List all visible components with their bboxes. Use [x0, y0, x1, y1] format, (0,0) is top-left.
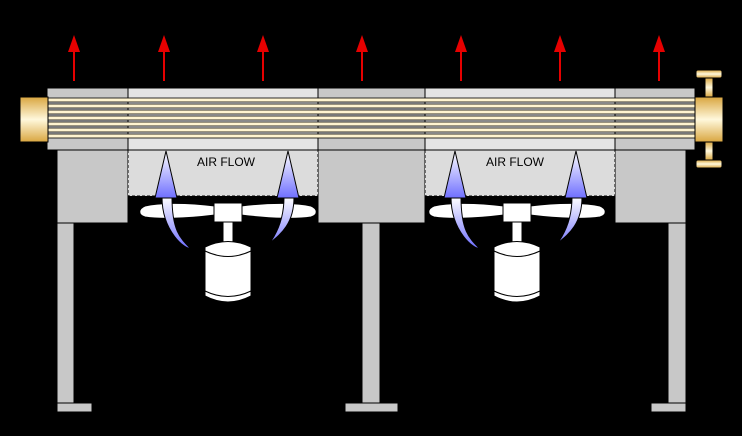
fan-shaft: [511, 221, 523, 243]
fan-blade: [139, 202, 216, 219]
plenum-block-middle: [317, 148, 426, 224]
air-flow-label: AIR FLOW: [486, 155, 545, 169]
air-flow-arrows: [154, 150, 588, 249]
tube: [46, 115, 696, 121]
outlet-nozzle-bottom-neck: [704, 141, 714, 161]
tube: [46, 127, 696, 133]
support-legs: [56, 222, 687, 413]
fan-blade: [240, 202, 317, 219]
arrow-up-icon: [356, 35, 368, 81]
curved-arrow-icon: [551, 150, 588, 249]
fan-icon: [428, 202, 606, 303]
plenum-block-left: [56, 148, 129, 224]
curved-arrow-icon: [154, 150, 191, 249]
tube-bundle: [46, 87, 696, 151]
tube: [46, 121, 696, 127]
fan-blade: [428, 202, 505, 219]
fan-hub: [213, 202, 243, 223]
arrow-up-icon: [653, 35, 665, 81]
support-leg-left: [56, 222, 75, 406]
arrow-up-icon: [68, 35, 80, 81]
hot-air-exhaust-arrows: [68, 35, 665, 81]
outlet-nozzle-top-flange: [695, 69, 723, 79]
plenum-block-right: [614, 148, 687, 224]
fan-blade: [529, 202, 606, 219]
curved-arrow-icon: [263, 150, 300, 249]
outlet-nozzle-bottom-flange: [695, 159, 723, 169]
outlet-nozzle-top-neck: [704, 77, 714, 98]
tube: [46, 103, 696, 109]
arrow-up-icon: [158, 35, 170, 81]
support-leg-middle: [361, 222, 381, 406]
tube: [46, 133, 696, 139]
tube: [46, 109, 696, 115]
finned-tubes: [46, 97, 696, 139]
outlet-header: [694, 69, 724, 169]
outlet-header-box: [694, 96, 724, 143]
air-flow-label: AIR FLOW: [197, 155, 256, 169]
tube: [46, 97, 696, 103]
fan-shaft: [222, 221, 234, 243]
fan-hub: [502, 202, 532, 223]
arrow-up-icon: [554, 35, 566, 81]
fans: [139, 202, 606, 303]
support-foot-middle: [344, 402, 399, 413]
support-foot-left: [56, 402, 93, 413]
arrow-up-icon: [257, 35, 269, 81]
inlet-header-box: [19, 96, 49, 143]
support-leg-right: [667, 222, 687, 406]
arrow-up-icon: [455, 35, 467, 81]
motor-icon: [204, 241, 252, 303]
inlet-header: [19, 96, 49, 143]
fan-icon: [139, 202, 317, 303]
support-foot-right: [650, 402, 687, 413]
motor-icon: [493, 241, 541, 303]
curved-arrow-icon: [443, 150, 480, 249]
